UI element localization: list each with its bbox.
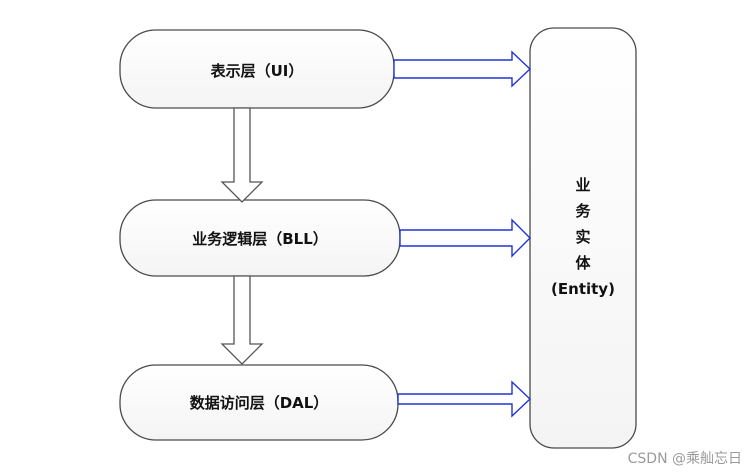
- layer-label-dal: 数据访问层（DAL）: [190, 394, 329, 412]
- arrow-ui-to-bll: [220, 107, 264, 203]
- arrow-bll-to-dal: [220, 275, 264, 365]
- watermark: CSDN @乘舢忘日: [627, 451, 742, 467]
- layer-label-bll: 业务逻辑层（BLL）: [192, 230, 328, 248]
- entity-label-line-5: (Entity): [551, 280, 615, 298]
- arrow-ui-to-entity: [393, 50, 532, 88]
- cropped-edge-fragment: [0, 470, 90, 476]
- entity-label-line-2: 务: [575, 202, 591, 220]
- entity-label-line-3: 实: [575, 228, 590, 246]
- arrow-bll-to-entity: [399, 218, 531, 258]
- arrow-dal-to-entity: [397, 380, 532, 418]
- entity-label-line-1: 业: [575, 176, 590, 194]
- entity-label-line-4: 体: [575, 254, 591, 272]
- layer-label-ui: 表示层（UI）: [211, 62, 304, 80]
